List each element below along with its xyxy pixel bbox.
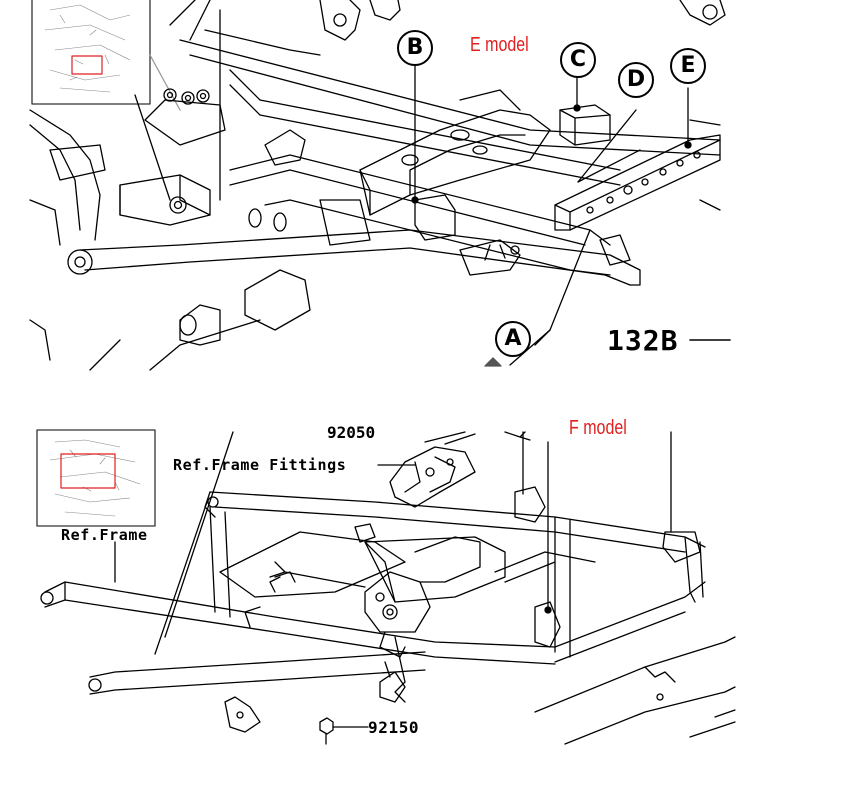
callout-c: C [560,42,596,78]
f-model-label: F model [569,417,627,439]
callout-a: A [495,321,531,357]
ref-frame-label: Ref.Frame [61,526,148,544]
e-model-diagram-panel: E model B C D E A 132B [29,0,731,371]
callout-e: E [670,48,706,84]
part-number-92150: 92150 [368,718,420,737]
e-model-label: E model [470,34,529,56]
part-number-132b: 132B [607,324,679,357]
f-model-diagram-panel: 92050 F model Ref.Frame Fittings Ref.Fra… [35,417,736,745]
ref-frame-fittings-label: Ref.Frame Fittings [173,456,347,474]
f-model-frame-drawing [36,429,736,745]
callout-b: B [397,30,433,66]
partial-part-number: 92050 [327,423,376,442]
e-model-frame-drawing [29,0,731,371]
callout-d: D [618,62,654,98]
